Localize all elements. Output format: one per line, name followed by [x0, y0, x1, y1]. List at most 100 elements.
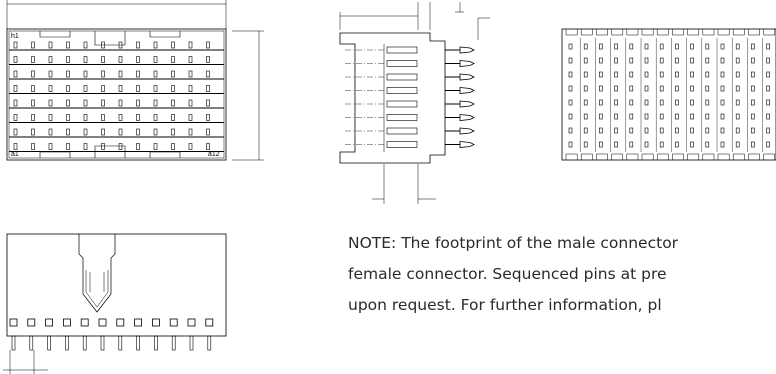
pin-lead — [82, 335, 87, 351]
bottom-notch — [656, 153, 669, 160]
side-contact — [386, 73, 418, 81]
pin-tip — [459, 87, 475, 94]
pin-lead — [29, 335, 34, 351]
rear-contact — [690, 99, 694, 106]
pad — [116, 318, 125, 327]
rear-contact — [614, 57, 618, 64]
pin-contact — [188, 41, 193, 49]
pin-contact — [101, 56, 105, 63]
rear-contact — [599, 85, 603, 92]
rear-contact — [735, 71, 740, 78]
rear-contact — [751, 127, 755, 134]
rear-contact — [751, 99, 755, 106]
pin-contact — [48, 114, 53, 121]
rear-contact — [629, 127, 634, 134]
pin-lead — [154, 335, 158, 351]
pin-contact — [66, 143, 70, 150]
side-view — [339, 2, 490, 204]
pin-tip — [459, 46, 475, 54]
rear-contact — [690, 85, 694, 92]
pin-contact — [31, 41, 35, 49]
rear-contact — [568, 113, 573, 120]
rear-contact — [568, 99, 573, 106]
top-notch — [611, 29, 624, 36]
rear-contact — [751, 85, 755, 92]
bottom-notch — [672, 153, 684, 160]
rear-contact — [705, 127, 710, 134]
pin-lead — [65, 335, 69, 351]
pin-tip — [459, 141, 475, 148]
pin-contact — [83, 56, 88, 63]
rear-contact — [735, 99, 740, 106]
pin-lead — [100, 335, 105, 351]
pin-contact — [153, 56, 158, 63]
rear-contact — [690, 127, 694, 134]
pin-contact — [206, 41, 210, 49]
pin-lead — [136, 335, 140, 351]
rear-contact — [659, 113, 664, 120]
pin-contact — [13, 70, 18, 78]
pin-contact — [83, 99, 88, 107]
rear-contact — [720, 141, 725, 148]
pad — [63, 318, 71, 327]
pin-contact — [171, 56, 175, 63]
pin-lead — [11, 335, 16, 351]
bottom-notch — [702, 153, 715, 160]
rear-contact — [644, 71, 649, 78]
bottom-notch — [580, 153, 593, 160]
rear-contact — [614, 141, 618, 148]
pin-contact — [171, 41, 175, 49]
pin-contact — [13, 56, 18, 63]
rear-contact — [720, 85, 725, 92]
rear-contact — [659, 57, 664, 64]
pin-contact — [188, 70, 193, 78]
rear-contact — [583, 99, 588, 106]
rear-contact — [751, 113, 755, 120]
rear-contact — [568, 141, 573, 148]
rear-contact — [583, 57, 588, 64]
pin-contact — [31, 143, 35, 150]
rear-contact — [659, 43, 664, 50]
pin-contact — [136, 128, 140, 136]
bottom-notch — [641, 153, 654, 160]
rear-contact — [766, 85, 770, 92]
row-h1-label: h1 — [11, 33, 19, 40]
rear-contact — [599, 71, 603, 78]
rear-contact — [614, 127, 618, 134]
pin-contact — [66, 56, 70, 63]
rear-contact — [735, 57, 740, 64]
bottom-notch — [763, 153, 776, 160]
pin-contact — [118, 41, 123, 49]
rear-contact — [751, 71, 755, 78]
rear-contact — [568, 43, 573, 50]
rear-contact — [705, 99, 710, 106]
pin-contact — [153, 41, 158, 49]
pin-contact — [136, 114, 140, 121]
rear-contact — [659, 127, 664, 134]
pin-contact — [13, 85, 18, 92]
bottom-notch — [732, 153, 745, 160]
rear-contact — [568, 127, 573, 134]
rear-contact — [629, 71, 634, 78]
rear-contact — [690, 113, 694, 120]
top-notch — [626, 29, 639, 36]
pin-contact — [153, 143, 158, 150]
pin-tip — [459, 100, 475, 108]
rear-contact — [735, 85, 740, 92]
pin-contact — [118, 99, 123, 107]
rear-contact — [629, 99, 634, 106]
pin-contact — [101, 99, 105, 107]
pin-contact — [101, 143, 105, 150]
top-notch — [580, 29, 593, 36]
pin-contact — [31, 128, 35, 136]
bottom-notch — [611, 153, 624, 160]
note-text: NOTE: The footprint of the male connecto… — [348, 228, 776, 321]
pin-contact — [13, 41, 18, 49]
pin-contact — [206, 70, 210, 78]
top-notch — [656, 29, 669, 36]
rear-contact — [644, 127, 649, 134]
pin-contact — [48, 99, 53, 107]
pin-contact — [188, 143, 193, 150]
rear-contact — [629, 85, 634, 92]
rear-contact — [766, 113, 770, 120]
